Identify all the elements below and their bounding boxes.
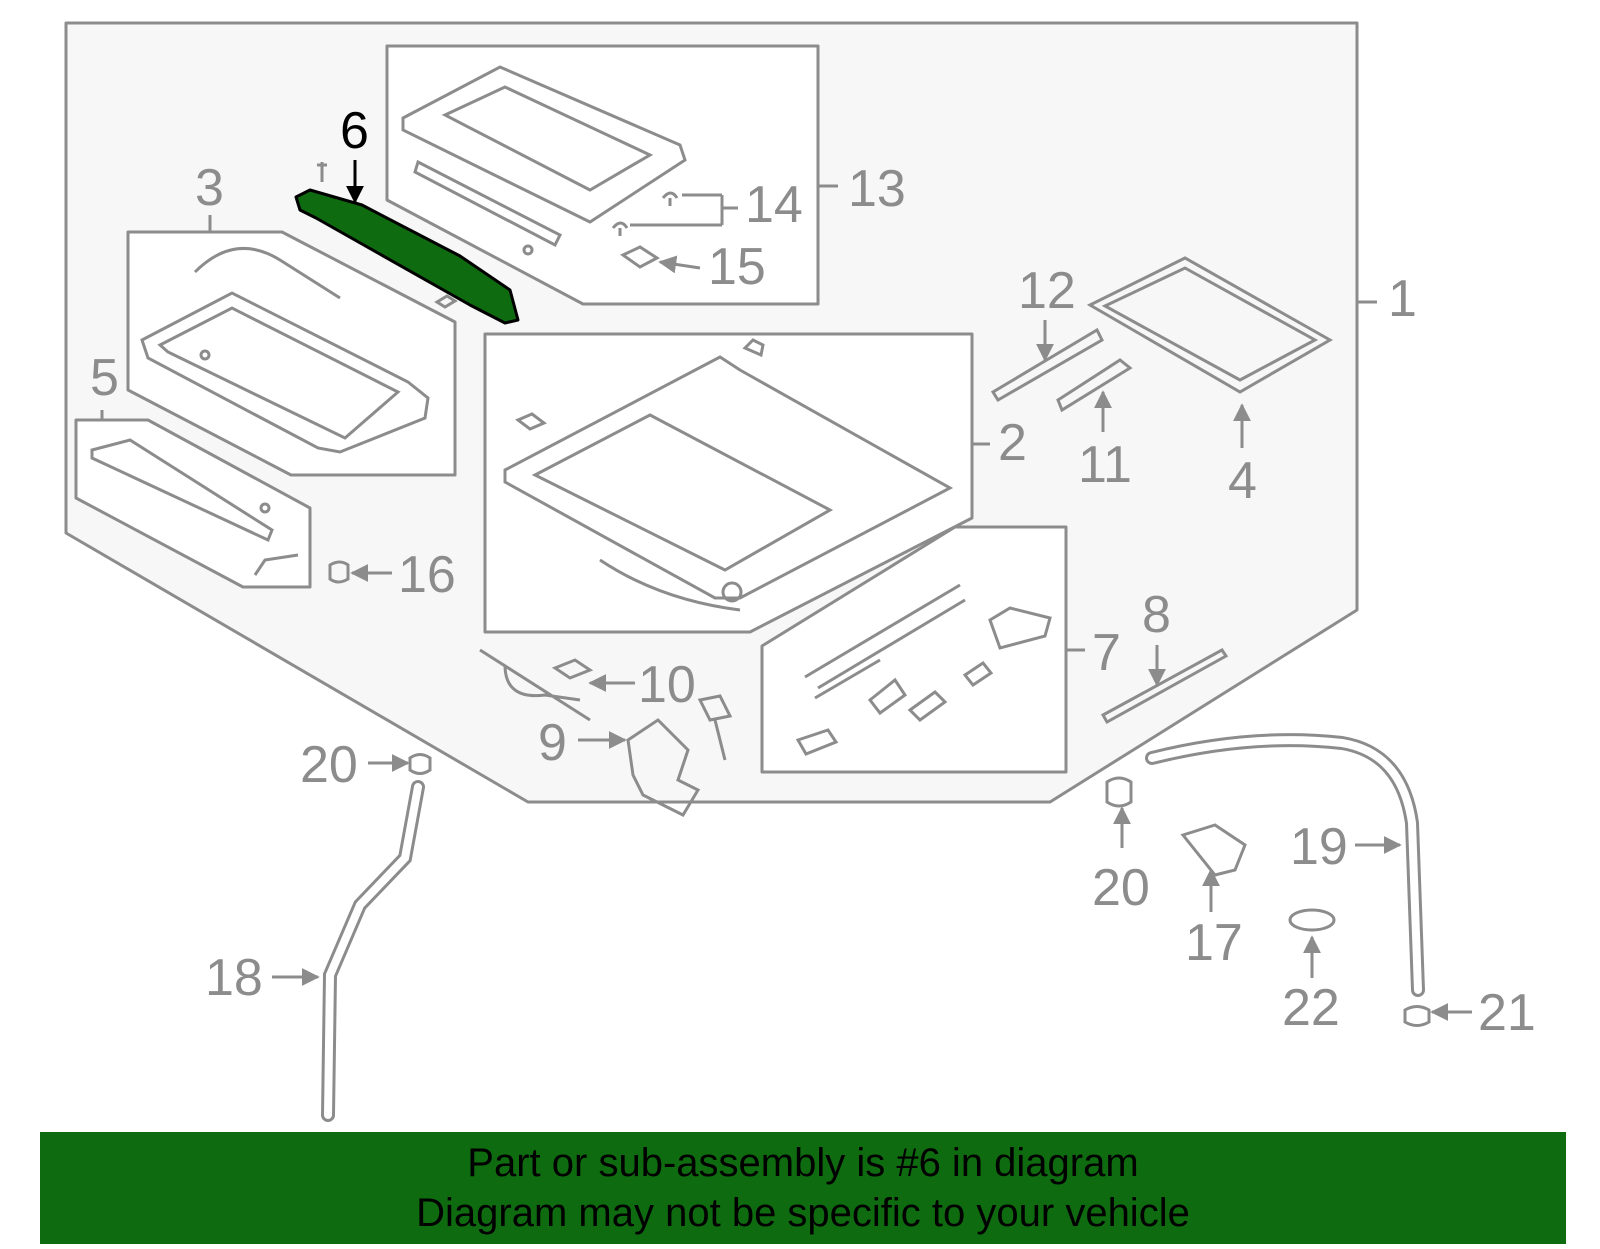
part-13-sunshade [401, 65, 687, 224]
part-7-bracket [988, 606, 1052, 650]
callout-10: 10 [638, 656, 696, 714]
part-14-clip-a [661, 191, 679, 206]
part-5-arm [253, 553, 299, 576]
part-3-bolt [199, 349, 211, 361]
part-2-cable [599, 558, 741, 612]
callout-1: 1 [1388, 270, 1417, 328]
callout-17: 17 [1185, 914, 1243, 972]
callout-11: 11 [1078, 436, 1132, 494]
part-13-rail [413, 159, 563, 248]
callout-19: 19 [1290, 818, 1348, 876]
part-10-harness [479, 648, 591, 722]
part-5-deflector [90, 438, 274, 543]
part-2-bracket-a [515, 412, 547, 431]
part-5-bolt [259, 502, 271, 514]
banner-line-2: Diagram may not be specific to your vehi… [416, 1191, 1190, 1235]
callout-8: 8 [1142, 586, 1171, 644]
part-20-grommet-right [1105, 776, 1133, 808]
callout-6: 6 [340, 102, 369, 160]
subassembly-2-box [483, 332, 974, 634]
callout-12: 12 [1018, 262, 1076, 320]
callout-20b: 20 [1092, 859, 1150, 917]
part-2-frame-inner [531, 413, 834, 572]
part-4-seal-inner [1101, 266, 1319, 382]
part-3-glass [140, 291, 430, 454]
part-2-frame [503, 355, 954, 600]
part-13-sunshade-inner [441, 85, 654, 192]
part-7-cable [804, 583, 966, 700]
part-22-washer [1288, 908, 1336, 932]
part-9-motor [626, 718, 701, 817]
part-2-drain [721, 581, 743, 603]
part-6-bolt [317, 162, 327, 182]
part-7-slider-a [867, 677, 908, 716]
part-20-grommet-left [408, 753, 432, 775]
part-3-glass-inner [157, 306, 401, 440]
callout-7: 7 [1092, 624, 1121, 682]
part-4-seal [1086, 256, 1334, 394]
callout-13: 13 [848, 160, 906, 218]
part-7-slider-b [907, 690, 948, 722]
part-8-strip [1100, 648, 1229, 725]
part-12-strip [990, 327, 1104, 403]
part-17-bracket [1180, 823, 1247, 877]
info-banner: Part or sub-assembly is #6 in diagram Di… [40, 1132, 1566, 1244]
callout-5: 5 [90, 349, 119, 407]
callout-22: 22 [1282, 979, 1340, 1037]
part-6-clip [434, 294, 458, 309]
banner-line-1: Part or sub-assembly is #6 in diagram [467, 1141, 1139, 1185]
leader-15 [658, 255, 701, 274]
part-2-bracket-b [742, 338, 765, 358]
part-7-clip [962, 660, 994, 688]
callout-18: 18 [205, 949, 263, 1007]
part-7-slider-c [795, 728, 839, 756]
callout-15: 15 [708, 238, 766, 296]
part-15-block [620, 245, 660, 269]
part-6-front-rail[interactable] [294, 188, 520, 325]
part-14-clip-b [611, 221, 629, 236]
callout-14: 14 [745, 176, 803, 234]
callout-9: 9 [538, 714, 567, 772]
callout-4: 4 [1228, 452, 1257, 510]
leader-14 [630, 193, 724, 227]
callout-20a: 20 [300, 736, 358, 794]
subassembly-13-box [385, 44, 820, 306]
part-10-connector [551, 658, 594, 680]
callout-3: 3 [195, 159, 224, 217]
callout-16: 16 [398, 546, 456, 604]
callout-21: 21 [1478, 984, 1536, 1042]
part-3-seal [193, 247, 341, 300]
part-21-grommet [1403, 1005, 1431, 1027]
part-16-cap [328, 560, 350, 584]
part-13-screw [522, 244, 534, 256]
callout-2: 2 [998, 414, 1027, 472]
part-11-strip [1056, 358, 1133, 413]
part-10-bracket [697, 694, 733, 761]
